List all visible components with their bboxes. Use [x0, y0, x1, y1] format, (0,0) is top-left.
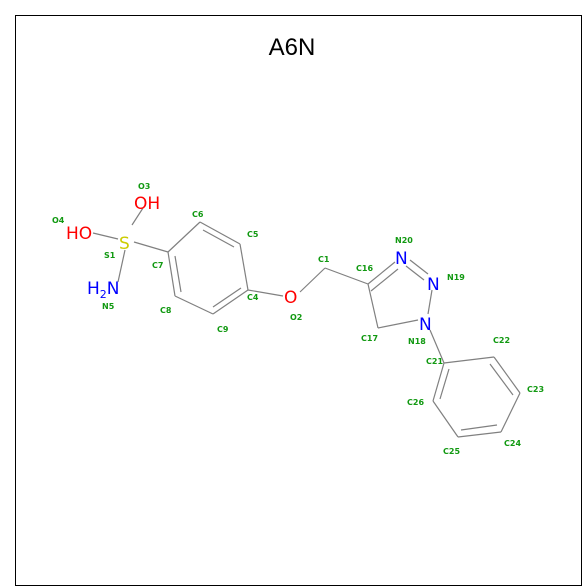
index-c4: C4	[247, 293, 259, 302]
bond-c4-c9	[212, 289, 249, 315]
atom-n19: N	[427, 275, 440, 295]
index-c8: C8	[160, 306, 172, 315]
bond-c7-c6	[167, 221, 201, 253]
bond-c17-c16	[367, 283, 379, 329]
index-c1: C1	[318, 255, 330, 264]
bond-c22-c23	[493, 356, 521, 394]
atom-amine: H2N	[87, 279, 120, 301]
bond-c16-n20	[367, 261, 396, 285]
bond-c25-c26	[432, 400, 459, 438]
index-c21: C21	[426, 357, 443, 366]
bond-c16-n20-double	[370, 268, 399, 292]
bond-c4-c9-double	[212, 287, 242, 308]
atom-oh-top: OH	[134, 194, 160, 214]
atom-labels: HO OH S H2N O N N N	[66, 194, 440, 335]
bond-n18-c17	[377, 319, 419, 329]
amine-h: H	[87, 279, 100, 299]
bond-c24-c25-double	[460, 424, 498, 431]
bond-c22-c23-double	[489, 363, 514, 396]
atom-index-labels: O3 O4 S1 N5 C6 C5 C7 C4 C8 C9 O2 C1 C16 …	[52, 182, 544, 456]
index-n20: N20	[395, 236, 413, 245]
bond-n20-n19	[409, 259, 429, 275]
molecule-title: A6N	[268, 34, 316, 61]
index-o3: O3	[138, 182, 150, 191]
index-o2: O2	[290, 313, 302, 322]
bond-c6-c5-double	[202, 229, 235, 248]
bond-c8-c7-double	[174, 255, 182, 293]
bond-c4-o2	[247, 289, 284, 297]
bond-s1-n5	[117, 249, 126, 283]
index-c22: C22	[493, 336, 510, 345]
image-frame	[15, 15, 582, 586]
bond-n20-n19-double	[405, 265, 425, 281]
bond-c5-c4	[239, 243, 249, 291]
bond-n18-c21	[429, 329, 445, 364]
index-n5: N5	[102, 302, 115, 311]
index-c9: C9	[217, 325, 229, 334]
index-n18: N18	[408, 337, 426, 346]
bond-s1-c7	[133, 241, 169, 253]
index-c17: C17	[361, 334, 378, 343]
bond-c24-c25	[457, 431, 502, 438]
bond-c6-c5	[199, 221, 241, 245]
index-n19: N19	[447, 273, 465, 282]
atom-n20: N	[395, 249, 408, 269]
index-c23: C23	[527, 385, 544, 394]
bond-c9-c8	[174, 295, 214, 315]
index-c26: C26	[407, 398, 424, 407]
bond-c26-c21	[432, 362, 445, 402]
amine-n: N	[107, 279, 120, 299]
atom-ho-left: HO	[66, 224, 92, 244]
bond-o2-c1	[299, 267, 326, 293]
bond-n19-n18	[427, 289, 433, 315]
index-c7: C7	[152, 261, 163, 270]
bond-c23-c24	[500, 392, 521, 433]
bond-o4-s1	[92, 232, 119, 240]
index-c25: C25	[443, 447, 460, 456]
bond-c8-c7	[167, 251, 176, 297]
index-c6: C6	[192, 210, 204, 219]
bond-c1-c16	[324, 267, 369, 285]
atom-n18: N	[419, 315, 432, 335]
atom-sulfur: S	[119, 234, 130, 254]
bond-lines	[92, 207, 521, 438]
bond-s1-o3	[131, 207, 144, 226]
index-c24: C24	[504, 439, 521, 448]
index-s1: S1	[104, 251, 116, 260]
atom-ether-oxygen: O	[284, 288, 297, 308]
amine-subscript: 2	[100, 288, 107, 301]
index-o4: O4	[52, 216, 65, 225]
bond-c21-c22	[443, 356, 495, 364]
bond-c26-c21-double	[439, 368, 450, 400]
index-c5: C5	[247, 230, 259, 239]
index-c16: C16	[356, 264, 373, 273]
